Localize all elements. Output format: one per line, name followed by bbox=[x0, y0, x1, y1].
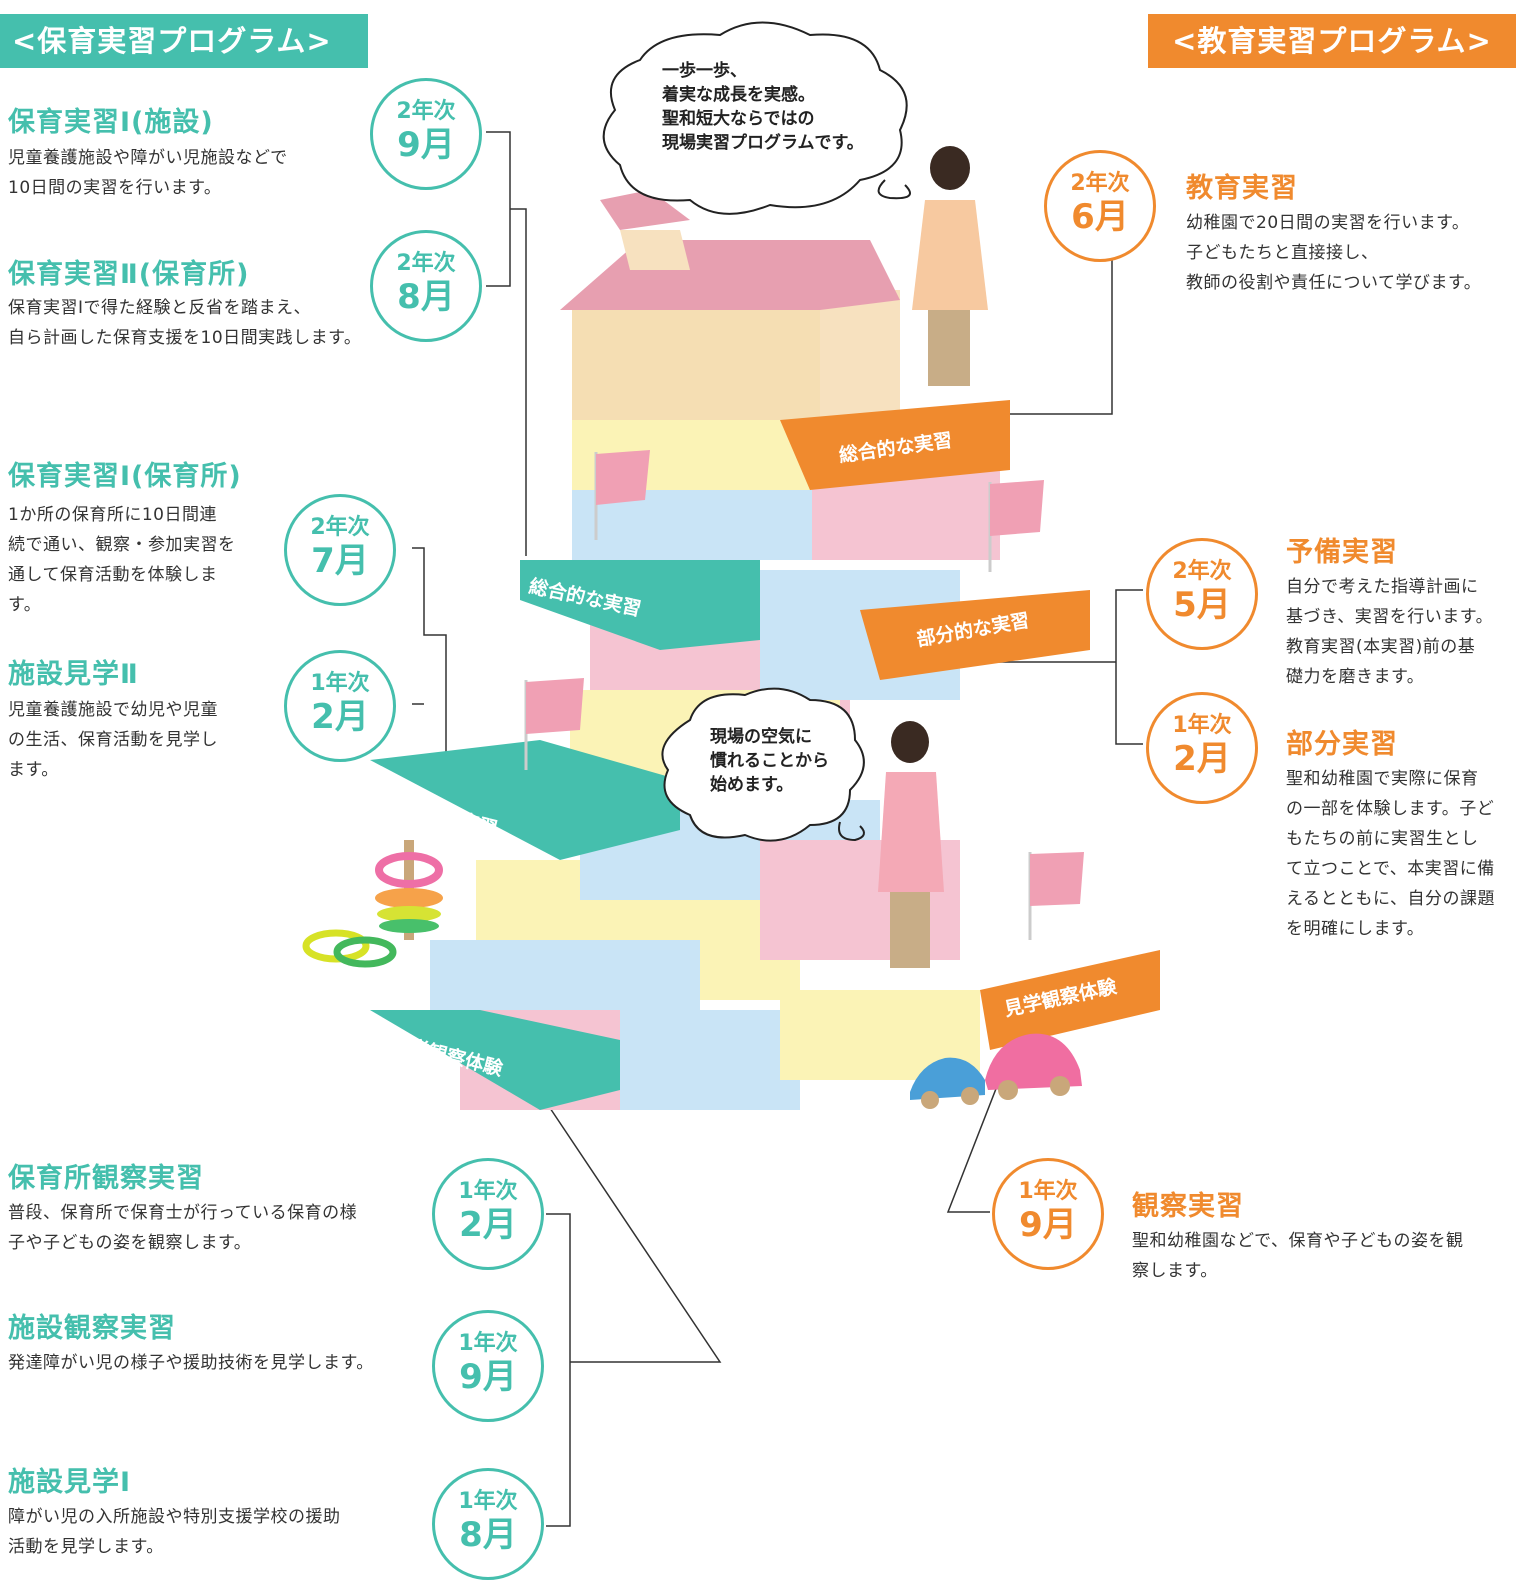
orange-top-block bbox=[780, 400, 1010, 490]
student-head-icon bbox=[891, 721, 929, 763]
program-title: 保育所観察実習 bbox=[8, 1163, 204, 1194]
program-title: 保育実習Ⅰ(施設) bbox=[8, 107, 214, 138]
program-description: 自分で考えた指導計画に 基づき、実習を行います。 教育実習(本実習)前の基 礎力… bbox=[1286, 577, 1494, 687]
program-title: 部分実習 bbox=[1286, 729, 1398, 760]
program-title: 施設見学Ⅰ bbox=[8, 1467, 132, 1498]
student-figures bbox=[878, 146, 988, 968]
teal-mid-block bbox=[370, 740, 680, 860]
program-title: 施設観察実習 bbox=[8, 1313, 176, 1344]
bubble-top-line: 着実な成長を実感。 bbox=[661, 84, 815, 105]
program-description: 聖和幼稚園で実際に保育 の一部を体験します。子ど もたちの前に実習生とし て立つ… bbox=[1286, 769, 1495, 939]
program-description: 幼稚園で20日間の実習を行います。 子どもたちと直接接し、 教師の役割や責任につ… bbox=[1186, 213, 1482, 293]
bubble-top-line: 一歩一歩、 bbox=[662, 60, 747, 81]
program-title: 予備実習 bbox=[1286, 537, 1398, 568]
program-description: 発達障がい児の様子や援助技術を見学します。 bbox=[8, 1353, 374, 1373]
bubble-middle-line: 始めます。 bbox=[710, 774, 793, 795]
program-description: 児童養護施設や障がい児施設などで 10日間の実習を行います。 bbox=[8, 148, 288, 198]
program-title: 保育実習Ⅱ(保育所) bbox=[8, 259, 250, 290]
student-apron-icon bbox=[912, 200, 988, 310]
program-description: 普段、保育所で保育士が行っている保育の様 子や子どもの姿を観察します。 bbox=[8, 1203, 358, 1253]
orange-mid-block bbox=[860, 590, 1090, 680]
flag-icon bbox=[990, 480, 1044, 536]
toy-decorations bbox=[302, 840, 1082, 1109]
program-description: 障がい児の入所施設や特別支援学校の援助 活動を見学します。 bbox=[8, 1507, 341, 1557]
bubble-middle-line: 慣れることから bbox=[710, 750, 829, 771]
speech-bubble-top: 一歩一歩、 着実な成長を実感。 聖和短大ならではの 現場実習プログラムです。 bbox=[602, 21, 911, 215]
flag-icon bbox=[526, 678, 584, 734]
education-program-header: <教育実習プログラム> bbox=[1148, 14, 1516, 68]
program-title: 教育実習 bbox=[1186, 173, 1298, 204]
left-connector-lines bbox=[412, 131, 722, 1527]
program-title: 保育実習Ⅰ(保育所) bbox=[8, 461, 242, 492]
student-apron-icon bbox=[878, 772, 944, 892]
teal-bottom-block bbox=[370, 1010, 620, 1110]
pastel-blocks bbox=[430, 190, 1000, 1110]
ring-toy-icon bbox=[375, 852, 443, 888]
program-description: 聖和幼稚園などで、保育や子どもの姿を観 察します。 bbox=[1132, 1231, 1464, 1281]
program-description: 児童養護施設で幼児や児童 の生活、保育活動を見学し ます。 bbox=[8, 700, 218, 780]
childcare-program-header: <保育実習プログラム> bbox=[0, 14, 368, 68]
toy-car-icon bbox=[985, 1033, 1082, 1090]
flag-icons bbox=[524, 450, 1084, 940]
flag-icon bbox=[596, 450, 650, 505]
orange-bottom-block bbox=[980, 950, 1160, 1050]
bubble-top-line: 現場実習プログラムです。 bbox=[662, 132, 864, 153]
labeled-blocks bbox=[370, 400, 1160, 1110]
program-description: 保育実習Ⅰで得た経験と反省を踏まえ、 自ら計画した保育支援を10日間実践します。 bbox=[8, 298, 362, 348]
program-title: 施設見学Ⅱ bbox=[8, 659, 139, 690]
speech-bubble-middle: 現場の空気に 慣れることから 始めます。 bbox=[661, 687, 865, 842]
flag-icon bbox=[1030, 852, 1084, 906]
student-head-icon bbox=[930, 146, 970, 190]
bubble-top-line: 聖和短大ならではの bbox=[662, 108, 815, 129]
program-description: 1か所の保育所に10日間連 続で通い、観察・参加実習を 通して保育活動を体験しま… bbox=[8, 505, 236, 615]
teal-top-block bbox=[520, 560, 760, 650]
bubble-middle-line: 現場の空気に bbox=[710, 726, 812, 747]
program-title: 観察実習 bbox=[1132, 1191, 1244, 1222]
